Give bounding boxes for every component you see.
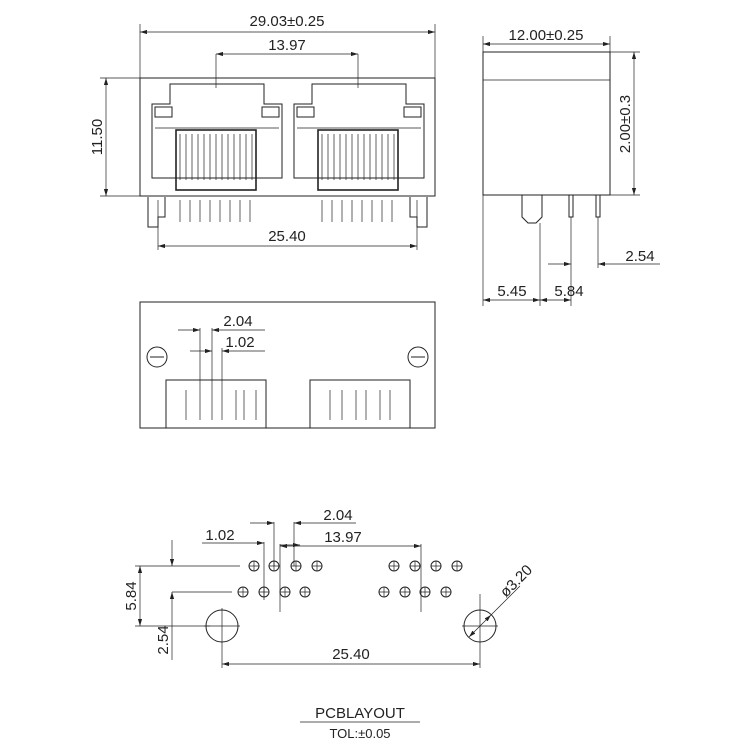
front-peg-span-dim: 25.40	[268, 228, 306, 245]
side-pin-dim-b: 5.84	[554, 283, 583, 300]
rj45-port-left	[147, 83, 283, 228]
pin-hole-crosshair	[280, 587, 290, 597]
pcb-row-dim: 5.84	[123, 581, 140, 610]
side-view: 12.00±0.25 2.00±0.3 5.45 5.84 2.54	[482, 27, 660, 306]
pcb-pin-offset-dim: 1.02	[205, 527, 234, 544]
rj45-port-right	[293, 83, 428, 228]
pcb-layout-title: PCBLAYOUT	[315, 705, 405, 722]
pin-hole-crosshair	[431, 561, 441, 571]
pcb-tolerance: TOL:±0.05	[329, 726, 390, 741]
side-pin-dim-a: 5.45	[497, 283, 526, 300]
pin-hole-crosshair	[452, 561, 462, 571]
side-offset-dim: 2.00±0.3	[617, 95, 634, 153]
pcb-pin-holes	[237, 560, 463, 598]
side-pin-dim-c: 2.54	[625, 248, 654, 265]
pin-hole-crosshair	[389, 561, 399, 571]
pin-hole-crosshair	[300, 587, 310, 597]
pcb-pin-pitch-dim: 2.04	[323, 507, 352, 524]
pin-hole-crosshair	[249, 561, 259, 571]
side-depth-dim: 12.00±0.25	[509, 27, 584, 44]
pcb-port-pitch-dim: 13.97	[324, 529, 362, 546]
bottom-pin-offset-dim: 1.02	[225, 334, 254, 351]
pin-hole-crosshair	[410, 561, 420, 571]
pcb-peg-span-dim: 25.40	[332, 646, 370, 663]
pin-hole-crosshair	[291, 561, 301, 571]
pin-hole-crosshair	[441, 587, 451, 597]
pcb-peg-offset-dim: 2.54	[155, 625, 172, 654]
pin-hole-crosshair	[400, 587, 410, 597]
front-height-dim: 11.50	[89, 119, 106, 155]
front-width-dim: 29.03±0.25	[250, 13, 325, 30]
front-port-pitch-dim: 13.97	[268, 37, 306, 54]
pin-hole-crosshair	[238, 587, 248, 597]
pcb-layout: ø3.20 25.40 5.84 2.54 2.04 1.02 13.97 PC…	[123, 507, 536, 741]
pcb-hole-dia-dim: ø3.20	[497, 562, 536, 601]
bottom-pin-pitch-dim: 2.04	[223, 313, 252, 330]
pin-hole-crosshair	[312, 561, 322, 571]
bottom-view: 2.04 1.02	[139, 301, 436, 429]
pin-hole-crosshair	[379, 587, 389, 597]
front-view: 29.03±0.25 13.97 11.50 25.40	[89, 13, 436, 250]
pin-hole-crosshair	[420, 587, 430, 597]
